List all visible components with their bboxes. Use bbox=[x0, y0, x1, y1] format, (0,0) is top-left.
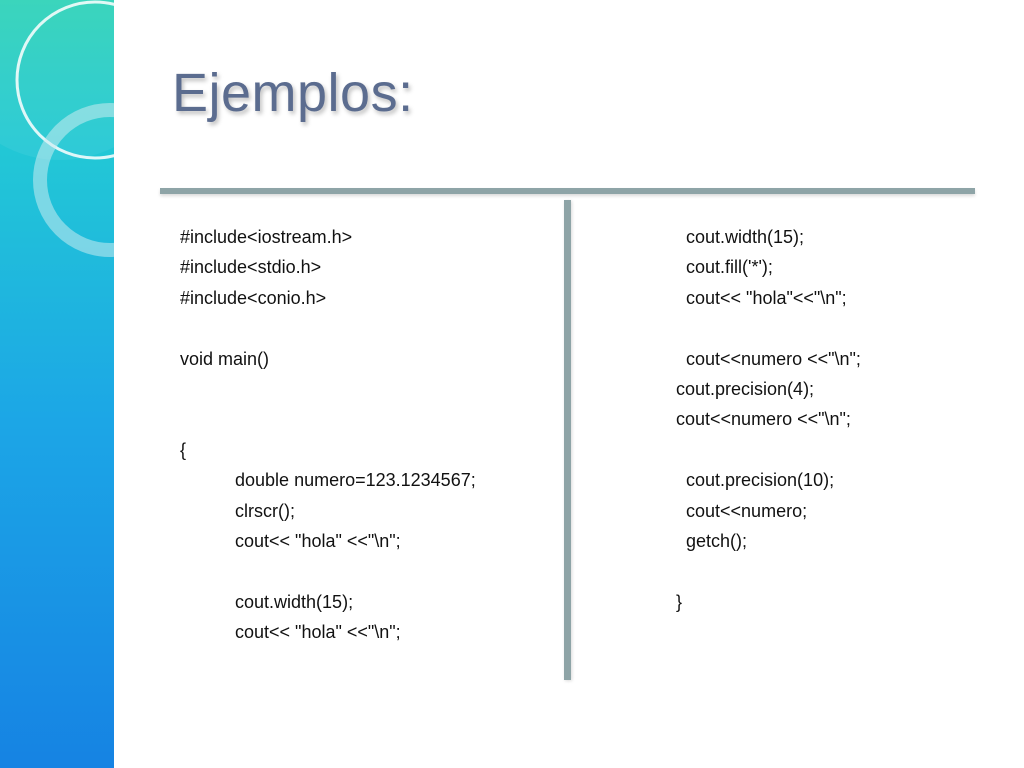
code-line: cout<< "hola" <<"\n"; bbox=[180, 530, 401, 551]
code-line: #include<iostream.h> bbox=[180, 227, 353, 247]
code-line: #include<conio.h> bbox=[180, 287, 327, 308]
code-line bbox=[180, 556, 560, 586]
code-line: void main() bbox=[180, 348, 270, 369]
title-divider bbox=[160, 188, 975, 194]
left-code-column: #include<iostream.h> #include<stdio.h> #… bbox=[180, 222, 560, 647]
code-line: #include<stdio.h> bbox=[180, 257, 322, 278]
code-line bbox=[180, 404, 560, 434]
code-line: clrscr(); bbox=[180, 500, 295, 521]
code-line: cout.width(15); bbox=[180, 591, 354, 612]
code-line: getch(); bbox=[676, 530, 748, 551]
code-line: cout<<numero <<"\n"; bbox=[676, 409, 851, 430]
slide-title: Ejemplos: bbox=[172, 63, 414, 123]
code-line bbox=[676, 435, 1006, 465]
code-line: cout.width(15); bbox=[676, 227, 805, 247]
right-code-column: cout.width(15); cout.fill('*'); cout<< "… bbox=[676, 222, 1006, 617]
code-line bbox=[180, 374, 560, 404]
decorative-rings-icon bbox=[0, 0, 114, 257]
code-line: cout<< "hola"<<"\n"; bbox=[676, 287, 847, 308]
code-line: } bbox=[676, 591, 683, 612]
code-line: cout.precision(10); bbox=[676, 470, 835, 491]
code-line: cout.fill('*'); bbox=[676, 257, 773, 278]
code-line: double numero=123.1234567; bbox=[180, 470, 476, 491]
code-line bbox=[676, 556, 1006, 586]
code-line: cout.precision(4); bbox=[676, 378, 815, 399]
code-line: { bbox=[180, 439, 187, 460]
code-line bbox=[676, 313, 1006, 343]
code-line bbox=[180, 313, 560, 343]
code-line: cout<< "hola" <<"\n"; bbox=[180, 622, 401, 643]
column-divider bbox=[564, 200, 571, 680]
decorative-side-band bbox=[0, 0, 114, 768]
code-line: cout<<numero <<"\n"; bbox=[676, 348, 861, 369]
code-line: cout<<numero; bbox=[676, 500, 808, 521]
